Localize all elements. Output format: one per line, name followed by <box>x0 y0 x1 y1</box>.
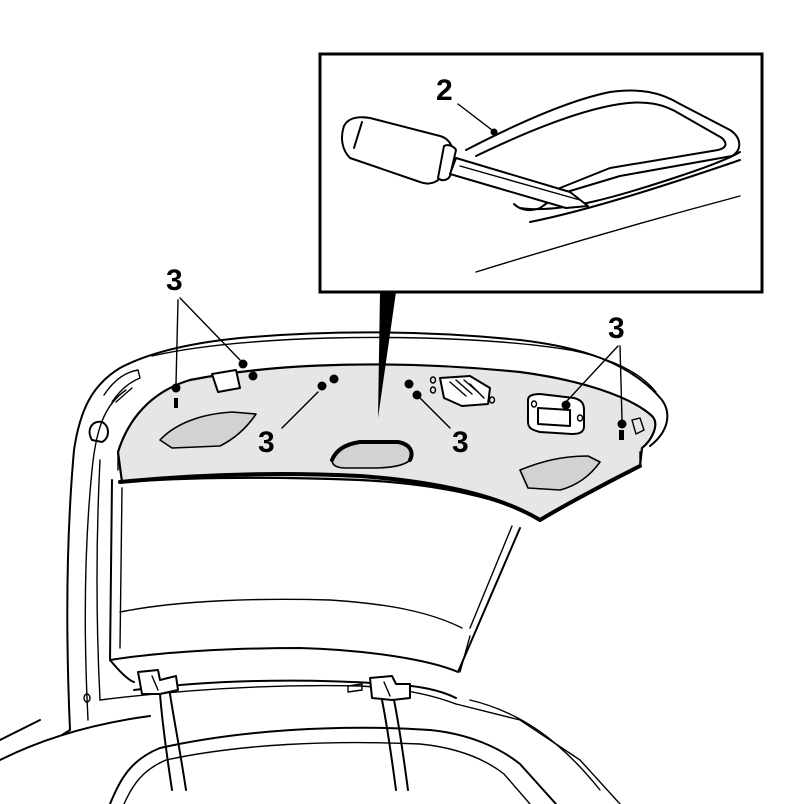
clip-left-lower <box>171 383 181 393</box>
clip-center-1 <box>317 381 327 391</box>
clip-left-upper-2 <box>248 371 258 381</box>
clip-left-upper <box>238 359 248 369</box>
label-clip-left-lower: 3 <box>258 426 275 459</box>
clip-right-1 <box>561 400 571 410</box>
rear-window <box>99 479 521 705</box>
trim-panel <box>116 363 657 522</box>
inset-pointer <box>378 292 396 418</box>
label-clip-center: 3 <box>452 426 469 459</box>
clip-left-lower-2 <box>174 398 178 408</box>
car-body <box>0 699 621 804</box>
right-pocket <box>519 455 601 491</box>
left-pocket <box>159 411 257 449</box>
label-inset-tool: 2 <box>436 74 453 107</box>
switch-bezel <box>527 393 585 435</box>
leader-lines <box>175 297 623 429</box>
label-clip-left-upper: 3 <box>166 264 183 297</box>
detail-inset <box>318 52 764 418</box>
latch-assembly <box>429 375 496 407</box>
left-tab <box>211 369 241 393</box>
inset-frame <box>318 52 764 294</box>
tailgate-frame <box>61 331 669 736</box>
screwdriver-icon <box>341 116 589 209</box>
center-stop <box>347 683 363 693</box>
clip-center-3 <box>404 379 414 389</box>
clip-center-2 <box>329 374 339 384</box>
clip-right-2 <box>617 419 627 429</box>
clip-right-3 <box>619 430 624 440</box>
hinge-left <box>137 669 187 791</box>
label-clip-right: 3 <box>608 312 625 345</box>
hinge-right <box>369 675 411 791</box>
clip-center-4 <box>412 390 422 400</box>
clip-markers <box>171 359 627 440</box>
